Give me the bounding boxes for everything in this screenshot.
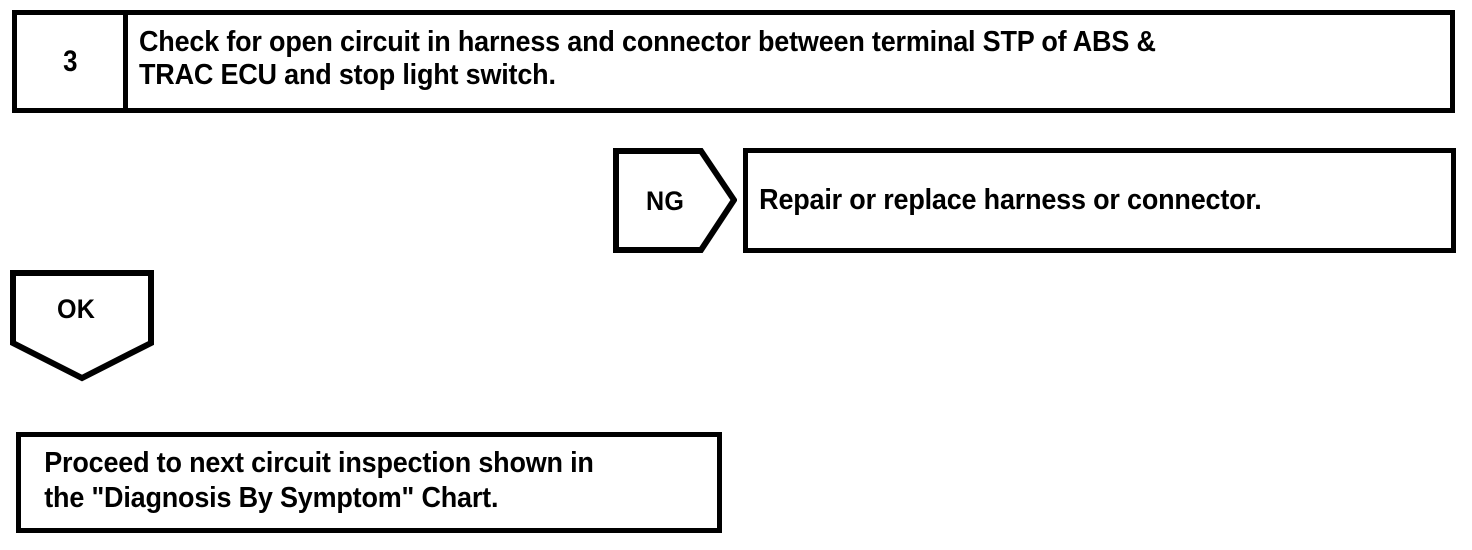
- step-instruction-cell: Check for open circuit in harness and co…: [128, 15, 1450, 108]
- ng-result-box: Repair or replace harness or connector.: [743, 148, 1456, 253]
- ok-result-text: Proceed to next circuit inspection shown…: [44, 446, 594, 514]
- arrow-down-pentagon-icon: [10, 270, 154, 382]
- ng-result-text: Repair or replace harness or connector.: [759, 184, 1262, 217]
- ok-branch-arrow: [10, 270, 154, 382]
- step-row: 3 Check for open circuit in harness and …: [12, 10, 1455, 113]
- step-number-cell: 3: [17, 15, 128, 108]
- ok-branch-label: OK: [57, 294, 96, 324]
- step-number: 3: [62, 44, 78, 78]
- ng-branch-arrow: [613, 148, 737, 253]
- step-instruction-text: Check for open circuit in harness and co…: [139, 26, 1156, 91]
- arrow-right-pentagon-icon: [613, 148, 737, 253]
- ng-branch-label: NG: [646, 186, 685, 216]
- ok-result-box: Proceed to next circuit inspection shown…: [16, 432, 722, 533]
